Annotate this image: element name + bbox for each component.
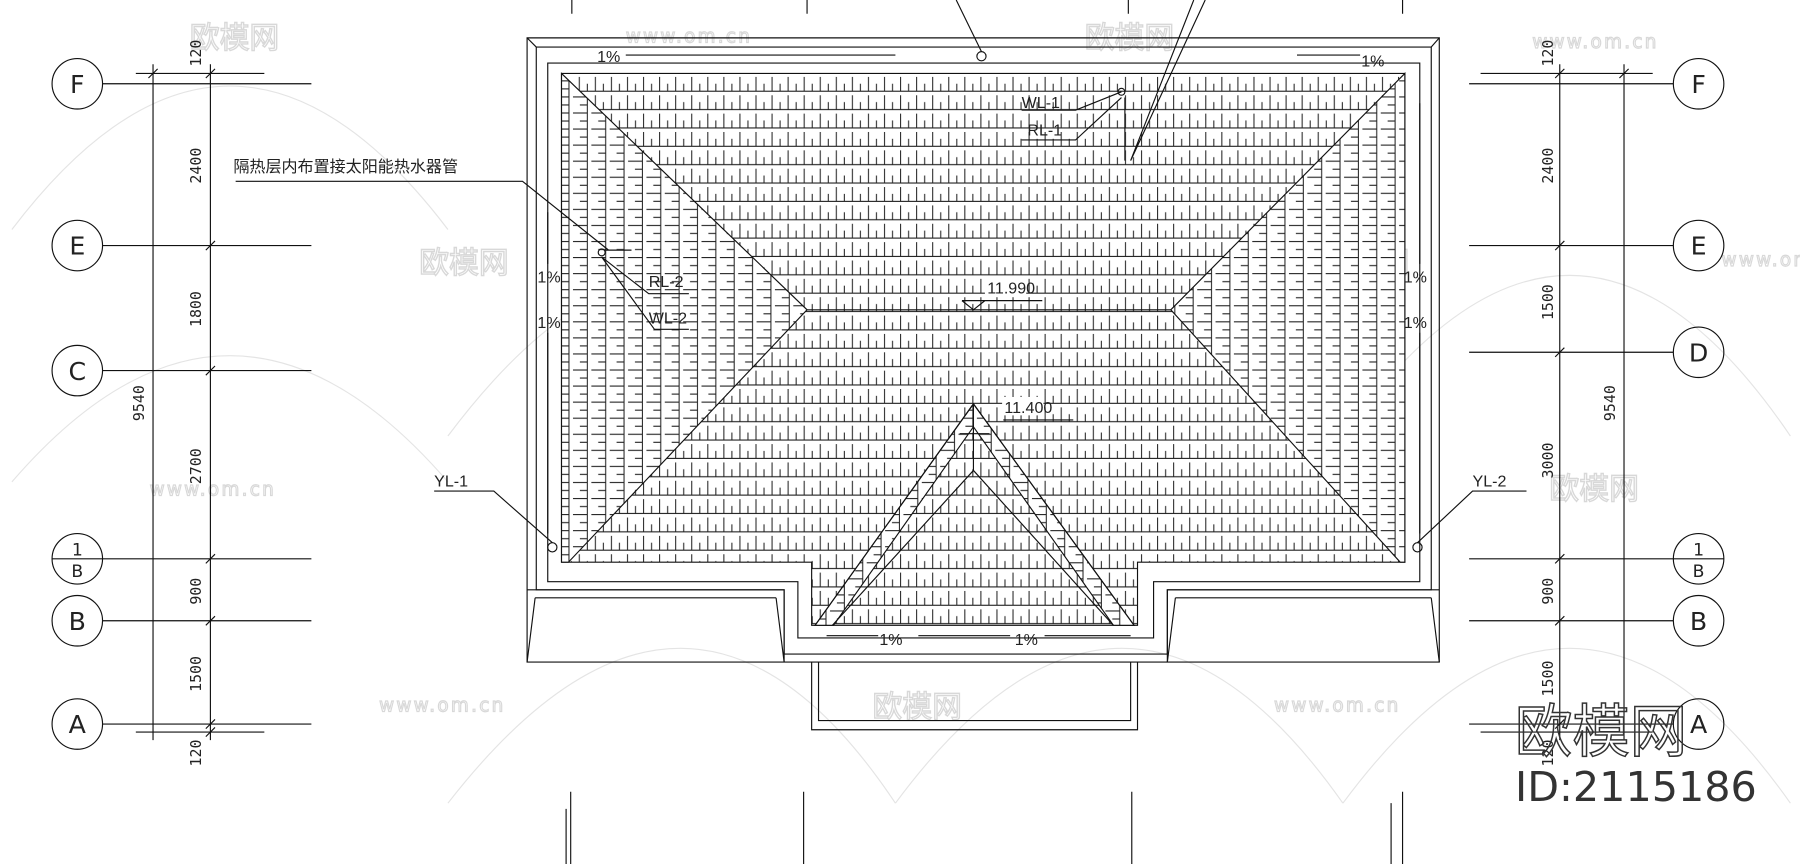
watermark-brand: 欧模网	[1549, 472, 1638, 507]
slope-label: 1%	[1404, 268, 1427, 286]
watermark-brand: 欧模网	[872, 690, 961, 725]
pipe-label-yl1: YL-1	[434, 473, 468, 491]
pipe-icon	[1117, 87, 1126, 96]
axis-bubble-d: D	[1689, 338, 1708, 367]
dim-label: 2400	[1539, 148, 1557, 184]
pipe-label-rl2: RL-2	[649, 273, 684, 291]
left-axis-grid: F E C 1 B B A 120 2400 1800 2700 900 150…	[51, 40, 312, 767]
axis-bubble-b: B	[1690, 607, 1707, 636]
brand-watermark: 欧模网	[1515, 699, 1687, 766]
watermark-site: www.om.cn	[379, 695, 505, 716]
dim-total: 9540	[1601, 385, 1619, 421]
dim-label: 2700	[187, 448, 205, 484]
dim-label: 1500	[1539, 284, 1557, 320]
watermark-site: www.om.cn	[1722, 250, 1800, 271]
dim-label: 1500	[187, 656, 205, 692]
dim-label: 1800	[187, 291, 205, 327]
dim-label: 120	[1539, 740, 1557, 767]
dim-label: 900	[187, 578, 205, 605]
axis-bubble-b: B	[69, 607, 86, 636]
dim-label: 2400	[187, 148, 205, 184]
watermark-brand: 欧模网	[190, 21, 279, 56]
pipe-label-rl1: RL-1	[1027, 121, 1062, 139]
axis-bubble-e: E	[69, 232, 85, 261]
watermark-brand: 欧模网	[419, 246, 508, 281]
roof-drain-icon	[976, 51, 987, 62]
ridge-elevation: 11.990	[987, 280, 1035, 298]
rain-pipe-icon	[547, 542, 558, 553]
slope-label: 1%	[537, 268, 560, 286]
slope-label: 1%	[879, 631, 902, 649]
axis-bubble-c: C	[68, 357, 86, 386]
watermark-brand: 欧模网	[1085, 21, 1174, 56]
slope-label: 1%	[1404, 314, 1427, 332]
dim-label: 1500	[1539, 661, 1557, 697]
axis-bubble-a: A	[1690, 710, 1708, 739]
dim-label: 120	[187, 740, 205, 767]
dim-total: 9540	[130, 385, 148, 421]
axis-bubble-1b-bottom: B	[71, 562, 83, 582]
axis-bubble-f: F	[1691, 70, 1706, 99]
axis-bubble-a: A	[69, 710, 87, 739]
slope-label: 1%	[1015, 631, 1038, 649]
watermark-site: www.om.cn	[1274, 695, 1400, 716]
dim-label: 120	[187, 40, 205, 67]
axis-bubble-e: E	[1691, 232, 1707, 261]
pipe-icon	[597, 248, 606, 257]
pipe-label-yl2: YL-2	[1473, 473, 1507, 491]
watermark-site: www.om.cn	[150, 480, 276, 501]
slope-label: 1%	[1361, 53, 1384, 71]
axis-bubble-f: F	[70, 70, 85, 99]
axis-bubble-1b-top: 1	[1693, 540, 1704, 560]
pipe-label-wl1: WL-1	[1022, 94, 1060, 112]
slope-label: 1%	[597, 48, 620, 66]
roof-tiles	[560, 72, 1406, 626]
sub-ridge-elevation: 11.400	[1004, 399, 1052, 417]
axis-bubble-1b-top: 1	[72, 540, 83, 560]
watermark-site: www.om.cn	[626, 26, 752, 47]
solar-pipe-note: 隔热层内布置接太阳能热水器管	[233, 158, 458, 176]
dim-label: 900	[1539, 578, 1557, 605]
slope-annotations: 1% 1% 1% 1% 1% 1% 1% 1%	[537, 48, 1426, 649]
elevation-marks: 11.990 11.400	[961, 277, 1074, 421]
watermark-site: www.om.cn	[1532, 32, 1658, 53]
pipe-label-wl2: WL-2	[649, 310, 687, 328]
slope-label: 1%	[537, 314, 560, 332]
model-id: ID:2115186	[1515, 763, 1757, 811]
dim-label: 3000	[1539, 443, 1557, 479]
rain-pipe-icon	[1412, 542, 1423, 553]
pipe-annotations: WL-1 RL-1 隔热层内布置接太阳能热水器管 RL-2 WL-2 YL-1 …	[233, 0, 1527, 553]
axis-bubble-1b-bottom: B	[1693, 562, 1705, 582]
dim-label: 120	[1539, 40, 1557, 67]
right-axis-grid: F E D 1 B B A 120 2400 1500 3000 900 150…	[1469, 40, 1725, 767]
